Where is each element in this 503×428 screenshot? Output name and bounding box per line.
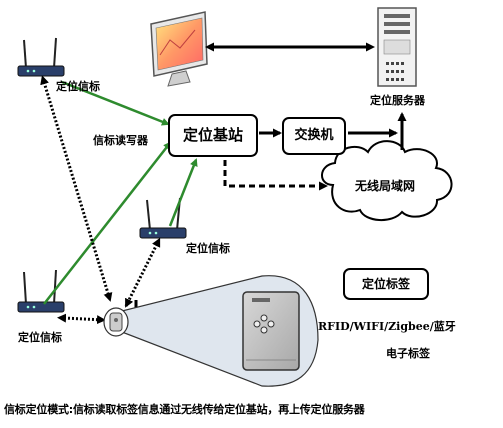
base-station-box: 定位基站 <box>168 114 258 157</box>
wlan-cloud-label: 无线局域网 <box>355 179 416 193</box>
arrow-beacon-mid-to-base <box>168 158 198 227</box>
tag-technology-label: RFID/WIFI/Zigbee/蓝牙 <box>318 320 456 333</box>
tag-title-box: 定位标签 <box>343 268 429 300</box>
beacon-reader-label: 信标读写器 <box>93 134 148 147</box>
small-tag-icon <box>103 307 129 337</box>
monitor-icon <box>150 11 208 87</box>
beacon-left-label: 定位信标 <box>18 331 62 344</box>
arrow-beacon-left-to-reader <box>43 141 172 305</box>
diagram-caption: 信标定位模式:信标读取标签信息通过无线传给定位基站，再上传定位服务器 <box>4 403 365 416</box>
location-server-label: 定位服务器 <box>370 94 425 107</box>
beacon-left-icon <box>17 269 65 313</box>
beacon-top-icon <box>17 37 65 77</box>
dotted-links <box>40 75 161 325</box>
dotted-beacon-top-to-tag <box>40 75 113 302</box>
beacon-top-label: 定位信标 <box>56 80 100 93</box>
electronic-tag-icon <box>242 291 300 371</box>
dashed-arrow-base-to-cloud <box>223 160 328 191</box>
server-icon <box>377 7 417 87</box>
dotted-beacon-left-to-tag <box>57 313 106 325</box>
electronic-tag-label: 电子标签 <box>386 347 430 360</box>
beacon-mid-label: 定位信标 <box>186 242 230 255</box>
switch-box: 交换机 <box>282 117 346 155</box>
dotted-beacon-mid-to-tag <box>124 237 161 308</box>
beacon-mid-icon <box>139 197 187 239</box>
